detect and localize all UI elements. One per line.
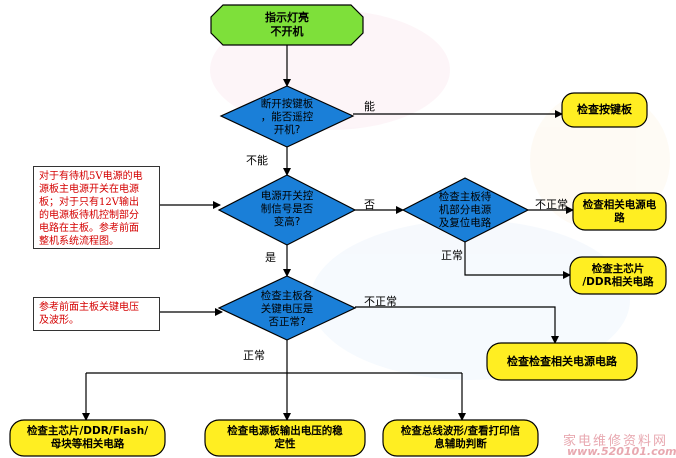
- label-standby-normal: 正常: [441, 249, 463, 262]
- decision-keyboard-shape: [219, 85, 355, 148]
- check-chip-ddr-shape: [569, 256, 667, 295]
- edge-standby-normal: [464, 240, 571, 279]
- watermark-site-url: www.520101.com: [567, 445, 676, 458]
- decision-voltage: 检查主板各 关键电压是 否正常?: [260, 289, 314, 328]
- check-chip-ddr: 检查主芯片 /DDR相关电路: [582, 262, 654, 288]
- decision-voltage-shape: [217, 275, 357, 341]
- label-voltage-normal: 正常: [243, 349, 265, 362]
- check-keyboard-shape: [561, 92, 648, 128]
- start-node: 指示灯亮 不开机: [265, 11, 309, 38]
- label-voltage-abnormal: 不正常: [364, 295, 397, 308]
- check-power-board-output-shape: [204, 419, 366, 457]
- watermark-site-name: 家电维修资料网: [563, 434, 669, 449]
- check-bus-waveform-shape: [382, 419, 539, 457]
- edges: [82, 45, 574, 421]
- label-standby-abnormal: 不正常: [535, 198, 568, 211]
- note-key-voltage: 参考前面主板关键电压 及波形。: [33, 297, 160, 331]
- check-bus-waveform: 检查总线波形/查看打印信 息辅助判断: [400, 425, 521, 450]
- check-keyboard: 检查按键板: [577, 103, 632, 116]
- label-keyboard-yes: 能: [364, 100, 375, 113]
- decision-keyboard: 断开按键板 ，能否遥控 开机?: [260, 97, 314, 136]
- shapes: [9, 4, 667, 457]
- check-main-chip-flash-shape: [9, 419, 166, 457]
- decision-power-signal: 电源开关控 制信号是否 变高?: [260, 189, 314, 228]
- check-standby: 检查主板待 机部分电源 及复位电路: [438, 190, 492, 229]
- check-main-chip-flash: 检查主芯片/DDR/Flash/ 母块等相关电路: [26, 425, 149, 450]
- check-check-power: 检查检查相关电源电路: [507, 354, 617, 368]
- check-power-circuit-shape: [572, 192, 667, 231]
- check-check-power-shape: [486, 342, 638, 381]
- check-standby-shape: [401, 177, 530, 243]
- decision-power-signal-shape: [217, 174, 357, 246]
- label-signal-no: 否: [364, 198, 375, 211]
- label-keyboard-no: 不能: [246, 154, 268, 167]
- check-power-board-output: 检查电源板输出电压的稳 定性: [227, 425, 343, 450]
- edge-voltage-abnormal: [355, 306, 559, 344]
- start-node-shape: [210, 4, 364, 46]
- label-signal-yes: 是: [265, 251, 276, 264]
- note-standby-power: 对于有待机5V电源的电 源板主电源开关在电源 板；对于只有12V输出 的电源板待…: [33, 166, 160, 249]
- check-power-circuit: 检查相关电源电 路: [582, 198, 657, 224]
